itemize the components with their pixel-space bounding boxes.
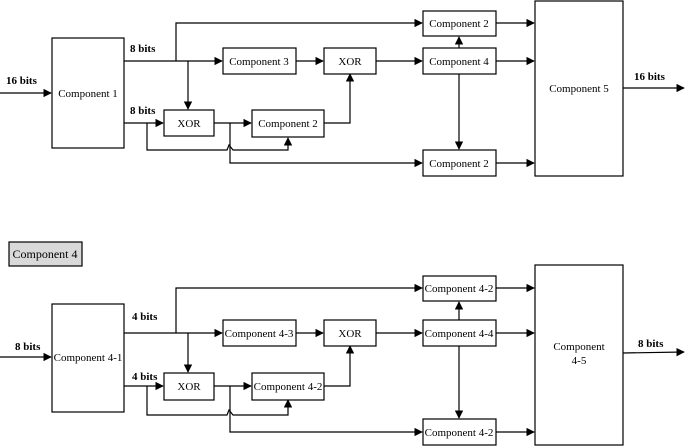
component-2-top-box [422, 10, 497, 37]
component-2-mid-box [251, 109, 325, 138]
component-4-2-top-label: Component 4-2 [425, 283, 494, 295]
top-upper-bits-label: 8 bits [130, 43, 156, 55]
component-2-bottom-label: Component 2 [429, 158, 489, 170]
component-4-4-label: Component 4-4 [425, 328, 494, 340]
bottom-lower-bits-label: 4 bits [132, 371, 158, 383]
top-input-label: 16 bits [6, 75, 38, 87]
wire-c41-to-c42-top [175, 283, 423, 333]
xor-left-label: XOR [177, 118, 201, 130]
top-lower-bits-label: 8 bits [130, 105, 156, 117]
component-2-top-label: Component 2 [429, 18, 489, 30]
component-4-4-box [422, 319, 497, 347]
wire-c2-mid-to-xor-top [324, 73, 355, 124]
xor-top-label: XOR [338, 56, 362, 68]
component-4-1-box [51, 303, 125, 413]
component-4-5-label-line1: Component [553, 341, 604, 353]
wire-bypass-to-c2-mid [146, 123, 293, 151]
bottom-output-label: 8 bits [638, 338, 664, 350]
section-title-box [8, 241, 83, 267]
component-3-box [222, 47, 297, 75]
xor-top-label-b: XOR [338, 328, 362, 340]
component-4-2-top-box [422, 275, 497, 302]
bottom-input-label: 8 bits [15, 341, 41, 353]
xor-left-label-b: XOR [177, 381, 201, 393]
component-4-5-label-line2: 4-5 [572, 355, 587, 367]
component-1-label: Component 1 [58, 88, 118, 100]
component-2-mid-label: Component 2 [258, 118, 318, 130]
wire-c42-mid-to-xor-top [324, 345, 355, 387]
wire-xor-to-c2-bottom [229, 123, 423, 168]
wire-xor-to-c42-bottom [229, 386, 423, 437]
component-5-label: Component 5 [549, 83, 609, 95]
bottom-diagram: 8 bits Component 4-1 4 bits 4 bits XOR C… [0, 264, 685, 446]
component-4-2-mid-box [251, 372, 325, 401]
component-4-3-box [222, 319, 297, 347]
xor-top-box-b [323, 319, 377, 347]
component-4-2-bottom-label: Component 4-2 [425, 427, 494, 439]
top-output-label: 16 bits [634, 71, 666, 83]
component-4-1-label: Component 4-1 [54, 352, 123, 364]
component-4-5-box [534, 264, 624, 446]
component-4-label: Component 4 [429, 56, 489, 68]
bottom-output-arrow [622, 347, 685, 357]
component-3-label: Component 3 [229, 56, 289, 68]
wire-bypass-to-c42-mid [146, 386, 293, 416]
component-4-3-label: Component 4-3 [225, 328, 294, 340]
component-1-box [51, 37, 125, 149]
component-5-box [534, 0, 624, 177]
wire-c1-to-c2-top [175, 18, 423, 61]
top-diagram: 16 bits Component 1 8 bits 8 bits XOR Co… [0, 0, 685, 177]
section-title: Component 4 [13, 247, 78, 261]
bottom-upper-bits-label: 4 bits [132, 311, 158, 323]
component-4-2-mid-label: Component 4-2 [254, 381, 323, 393]
